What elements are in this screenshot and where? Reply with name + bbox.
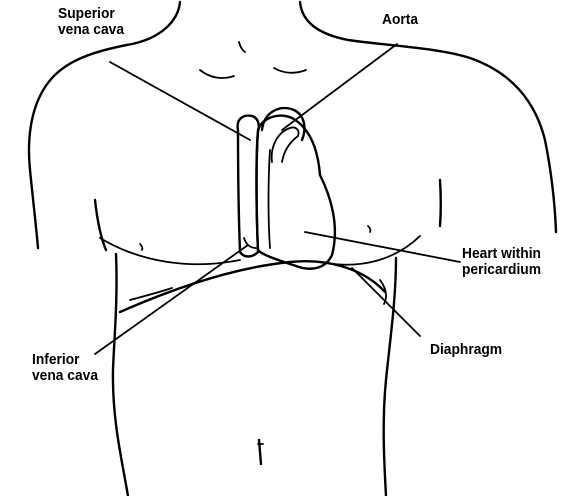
heart-structure xyxy=(238,108,335,269)
leader-aorta xyxy=(282,44,397,130)
label-inferior-vena-cava: Inferior vena cava xyxy=(32,352,98,384)
label-heart-line1: Heart within xyxy=(462,246,541,262)
label-heart-line2: pericardium xyxy=(462,262,541,278)
leader-lines xyxy=(95,44,460,354)
label-inferior-vena-cava-line2: vena cava xyxy=(32,368,98,384)
leader-diaphragm xyxy=(352,268,420,336)
label-inferior-vena-cava-line1: Inferior xyxy=(32,352,98,368)
label-superior-vena-cava-line1: Superior xyxy=(58,6,124,22)
label-diaphragm-line1: Diaphragm xyxy=(430,342,502,358)
leader-superior-vena-cava xyxy=(110,62,250,140)
label-superior-vena-cava: Superior vena cava xyxy=(58,6,124,38)
label-heart: Heart within pericardium xyxy=(462,246,541,278)
leader-heart xyxy=(305,232,460,262)
label-aorta-line1: Aorta xyxy=(382,12,418,28)
label-superior-vena-cava-line2: vena cava xyxy=(58,22,124,38)
label-diaphragm: Diaphragm xyxy=(430,342,502,358)
leader-inferior-vena-cava xyxy=(95,245,248,354)
label-aorta: Aorta xyxy=(382,12,418,28)
